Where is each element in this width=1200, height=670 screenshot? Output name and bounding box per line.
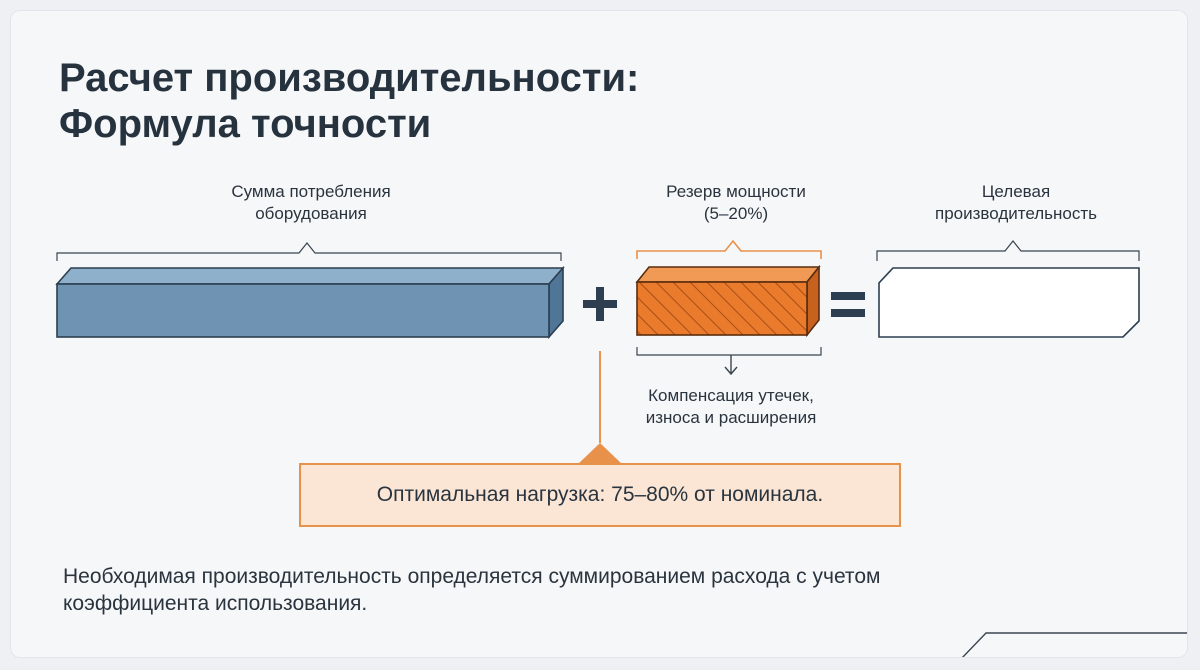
compensation-line-1: Компенсация утечек,	[648, 386, 814, 405]
target-box	[878, 267, 1140, 338]
formula-diagram	[55, 239, 1187, 657]
slide: Расчет производительности: Формула точно…	[10, 10, 1188, 658]
title-line-2: Формула точности	[59, 102, 432, 146]
down-arrow-icon	[724, 355, 738, 376]
compensation-label: Компенсация утечек, износа и расширения	[601, 385, 861, 429]
plus-sign	[583, 287, 617, 321]
reserve-label-line-1: Резерв мощности	[666, 182, 806, 201]
callout-text: Оптимальная нагрузка: 75–80% от номинала…	[376, 483, 824, 506]
sum-bracket	[56, 242, 562, 261]
title-line-1: Расчет производительности:	[59, 56, 640, 100]
power-reserve-label: Резерв мощности (5–20%)	[611, 181, 861, 225]
footer-line-1: Необходимая производительность определяе…	[63, 565, 881, 588]
target-label-line-1: Целевая	[981, 182, 1051, 201]
reserve-label-line-2: (5–20%)	[703, 204, 769, 223]
consumption-bar	[55, 265, 565, 340]
sum-label-line-2: оборудования	[255, 204, 367, 223]
corner-decoration	[961, 632, 1187, 657]
footer-description: Необходимая производительность определяе…	[63, 563, 1143, 617]
optimal-load-callout: Оптимальная нагрузка: 75–80% от номинала…	[299, 463, 901, 527]
reserve-bracket	[636, 239, 822, 259]
page-title: Расчет производительности: Формула точно…	[59, 55, 639, 147]
target-label-line-2: производительность	[935, 204, 1097, 223]
callout-pointer	[577, 443, 623, 465]
target-performance-label: Целевая производительность	[871, 181, 1161, 225]
footer-line-2: коэффициента использования.	[63, 592, 368, 615]
reserve-bar	[635, 264, 821, 338]
sum-consumption-label: Сумма потребления оборудования	[161, 181, 461, 225]
compensation-line-2: износа и расширения	[645, 408, 817, 427]
target-bracket	[876, 240, 1140, 261]
compensation-bracket	[636, 347, 822, 356]
sum-label-line-1: Сумма потребления	[231, 182, 391, 201]
equals-sign	[831, 292, 865, 317]
